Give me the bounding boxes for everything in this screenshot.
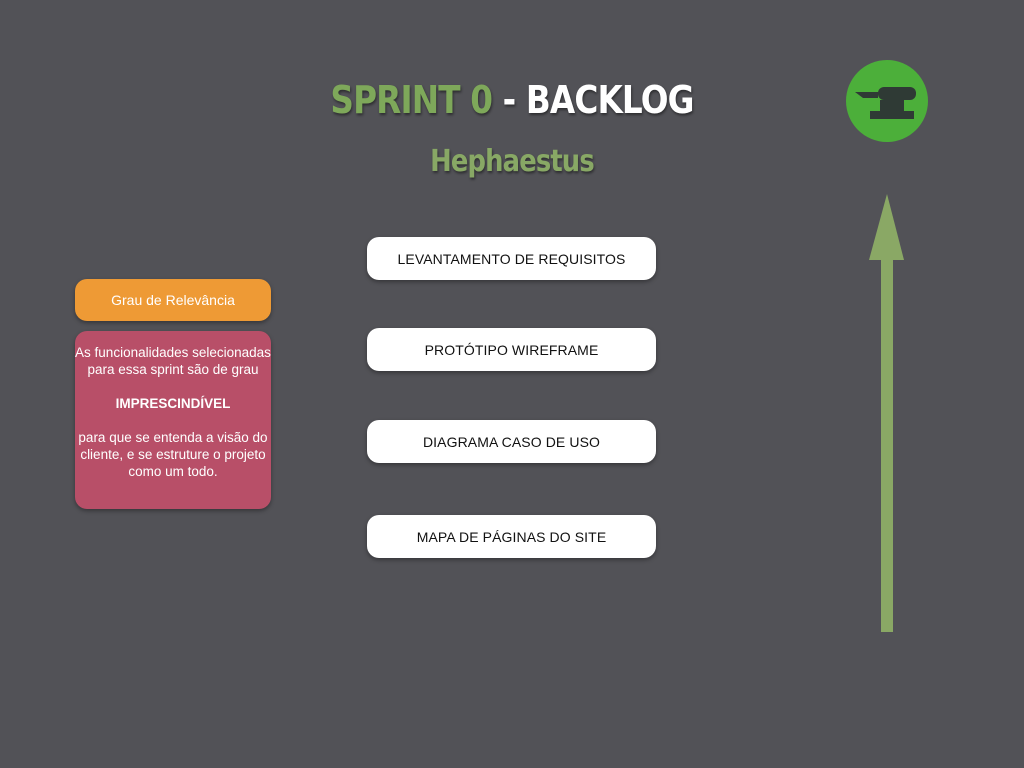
relevance-label: Grau de Relevância xyxy=(75,279,271,321)
note-text-outro: para que se entenda a visão do cliente, … xyxy=(78,430,268,479)
backlog-item-wireframe[interactable]: PROTÓTIPO WIREFRAME xyxy=(367,328,656,371)
backlog-item-use-case[interactable]: DIAGRAMA CASO DE USO xyxy=(367,420,656,463)
anvil-icon xyxy=(846,60,928,142)
title-sprint: SPRINT 0 xyxy=(330,78,493,122)
backlog-item-requirements[interactable]: LEVANTAMENTO DE REQUISITOS xyxy=(367,237,656,280)
project-name: Hephaestus xyxy=(430,144,595,179)
backlog-item-sitemap[interactable]: MAPA DE PÁGINAS DO SITE xyxy=(367,515,656,558)
title-backlog: BACKLOG xyxy=(525,78,695,122)
title-separator: - xyxy=(492,78,526,122)
relevance-note: As funcionalidades selecionadas para ess… xyxy=(75,331,271,509)
up-arrow-icon xyxy=(869,194,904,632)
note-text-intro: As funcionalidades selecionadas para ess… xyxy=(75,345,271,377)
note-emphasis: IMPRESCINDÍVEL xyxy=(115,396,231,411)
page-title: SPRINT 0 - BACKLOG xyxy=(72,78,953,122)
